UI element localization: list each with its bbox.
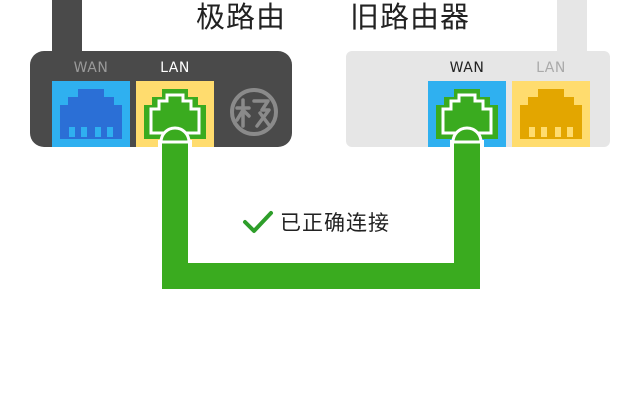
left-router-antenna: [52, 0, 82, 60]
checkmark-icon: [243, 211, 273, 233]
ethernet-jack-icon: [436, 89, 498, 139]
right-lan-label: LAN: [536, 60, 566, 76]
right-lan-port: [512, 81, 590, 147]
ethernet-jack-icon: [60, 89, 122, 139]
left-lan-port: [136, 81, 214, 147]
right-router-antenna: [557, 0, 587, 60]
ethernet-jack-icon: [144, 89, 206, 139]
left-lan-label: LAN: [160, 60, 190, 76]
connection-status: 已正确连接: [242, 207, 390, 237]
left-router-title: 极路由: [196, 0, 287, 34]
status-text: 已正确连接: [280, 211, 390, 235]
cable-line: [162, 142, 480, 289]
right-wan-label: WAN: [449, 60, 485, 76]
left-wan-port: [52, 81, 130, 147]
right-router-title: 旧路由器: [350, 0, 471, 34]
ethernet-jack-icon: [520, 89, 582, 139]
left-wan-label: WAN: [73, 60, 109, 76]
cable-plug-left: [159, 126, 191, 144]
router-logo-icon: [228, 86, 280, 142]
cable-plug-right: [451, 126, 483, 144]
right-wan-port: [428, 81, 506, 147]
